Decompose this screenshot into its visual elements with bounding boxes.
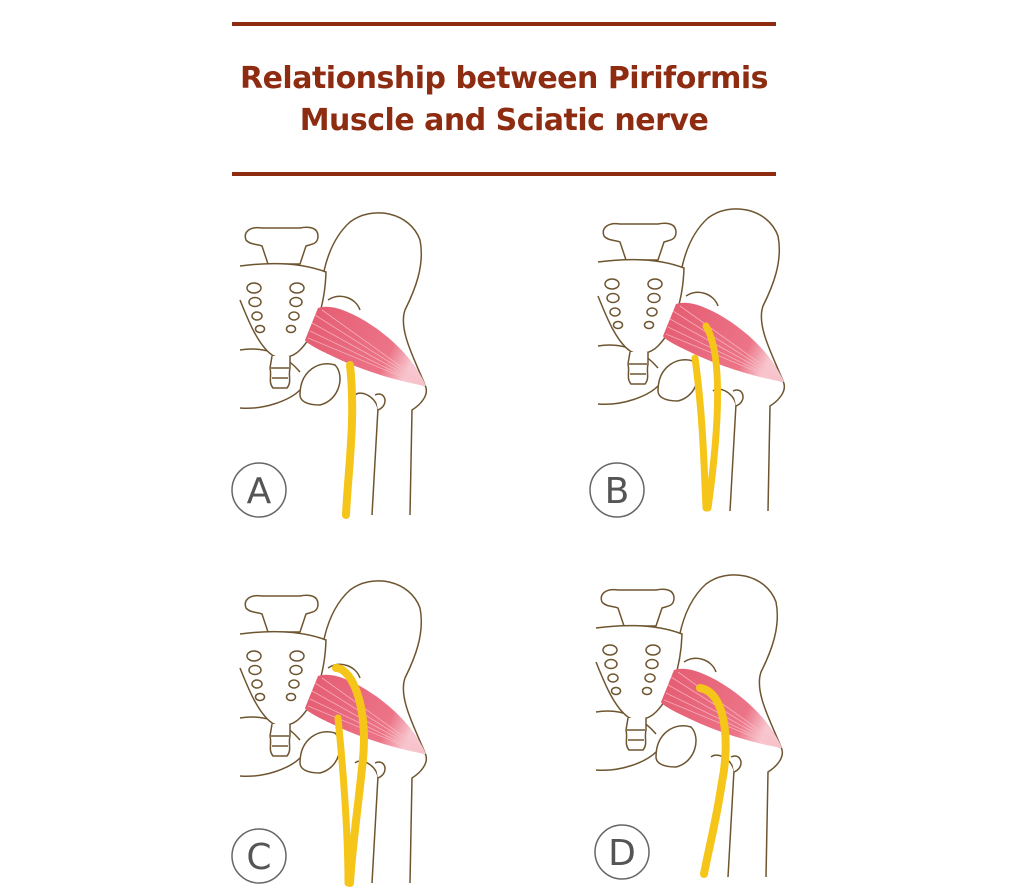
- bottom-rule: [232, 172, 776, 176]
- sciatic-nerve-branch-above: [332, 664, 368, 887]
- top-rule: [232, 22, 776, 26]
- panel-a: A: [231, 212, 428, 519]
- sciatic-nerve: [696, 684, 730, 878]
- panel-d: D: [594, 574, 784, 880]
- label-circle: [231, 462, 287, 518]
- panel-label-c: C: [246, 837, 271, 878]
- panel-c: C: [231, 580, 428, 887]
- sciatic-nerve-branch-below: [691, 354, 710, 512]
- panel-label-a: A: [247, 471, 272, 512]
- sciatic-nerve-branch-below: [334, 714, 352, 887]
- panel-b: B: [589, 208, 786, 518]
- panel-label-b: B: [605, 471, 630, 512]
- title-line-1: Relationship between Piriformis: [239, 61, 769, 96]
- title-line-2: Muscle and Sciatic nerve: [299, 103, 709, 138]
- label-circle: [594, 824, 650, 880]
- sciatic-nerve-branch-through: [702, 322, 721, 512]
- panel-label-d: D: [608, 833, 636, 874]
- diagram-title: Relationship between Piriformis Muscle a…: [0, 58, 1008, 142]
- sciatic-nerve: [342, 361, 357, 519]
- label-circle: [589, 462, 645, 518]
- label-circle: [231, 828, 287, 884]
